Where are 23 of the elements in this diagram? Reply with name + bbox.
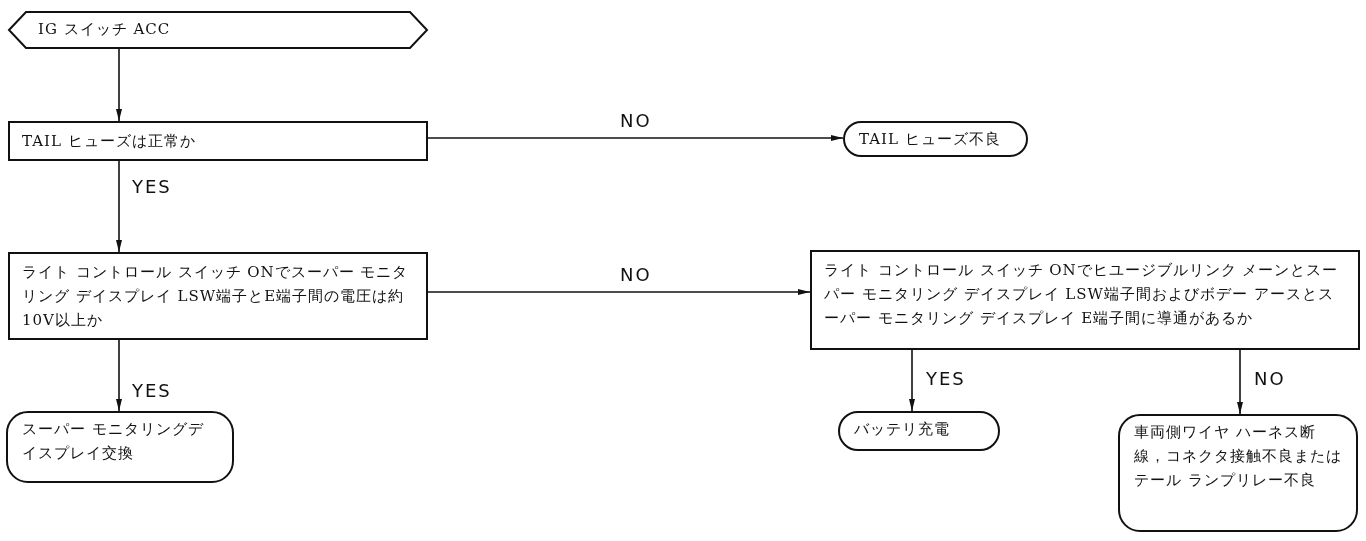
arrow: [427, 135, 844, 141]
arrow: [116, 48, 122, 122]
node-text: IG スイッチ ACC: [38, 19, 172, 40]
terminal-box: [843, 121, 1028, 157]
node-text: TAIL ヒューズは正常か: [22, 131, 197, 152]
node-text: スーパー モニタリングデイスプレイ交換: [22, 419, 205, 464]
start-hexagon: [8, 11, 428, 49]
terminal-box: [838, 411, 1000, 451]
node-text: ライト コントロール スイッチ ONでヒユージブルリンク メーンとスーパー モニタリング デイスプレイ LSW端子間およびボデー アースとスーパー モニタリング デイスプレイ E端子間に導通があるか: [824, 260, 1340, 329]
arrow: [116, 160, 122, 253]
node-text: TAIL ヒューズ不良: [859, 129, 1002, 150]
node-text: 車両側ワイヤ ハーネス断線，コネクタ接触不良またはテール ランプリレー不良: [1134, 422, 1342, 491]
decision-box: [8, 121, 428, 161]
terminal-box: [1118, 414, 1358, 532]
arrow: [1237, 349, 1243, 415]
terminal-box: [6, 411, 234, 483]
node-text: ライト コントロール スイッチ ONでスーパー モニタリング デイスプレイ LSW端子とE端子間の電圧は約10V以上か: [22, 262, 410, 331]
decision-box: [8, 252, 428, 340]
decision-box: [810, 250, 1360, 350]
arrow: [427, 289, 811, 295]
arrow: [116, 339, 122, 412]
node-text: バッテリ充電: [854, 419, 951, 440]
arrow: [909, 349, 915, 412]
